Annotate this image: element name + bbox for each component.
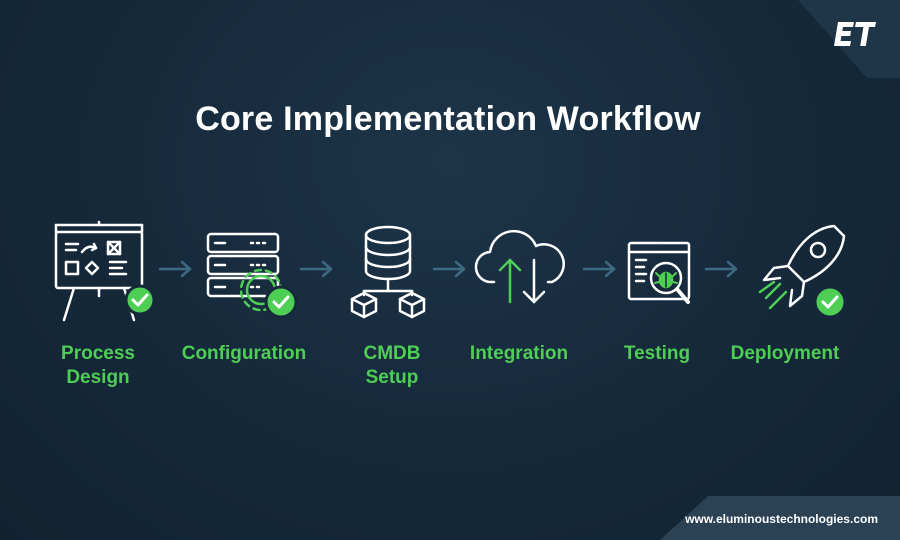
page-title: Core Implementation Workflow [195, 100, 701, 138]
integration-icon [474, 226, 570, 308]
corner-decoration-bottom [660, 496, 900, 540]
flow-arrow [158, 260, 194, 278]
step-label-deployment: Deployment [730, 343, 840, 364]
process-design-icon [48, 220, 166, 324]
website-url[interactable]: www.eluminoustechnologies.com [685, 512, 878, 526]
cmdb-icon [340, 225, 436, 321]
step-label-configuration: Configuration [181, 343, 307, 364]
step-label-integration: Integration [469, 343, 569, 364]
flow-arrow [704, 260, 740, 278]
configuration-icon [203, 232, 303, 324]
brand-logo [832, 20, 878, 48]
step-label-testing: Testing [623, 343, 691, 364]
flow-arrow [299, 260, 335, 278]
testing-icon [626, 240, 696, 308]
flow-arrow [432, 260, 468, 278]
flow-arrow [582, 260, 618, 278]
deployment-icon [754, 222, 854, 326]
